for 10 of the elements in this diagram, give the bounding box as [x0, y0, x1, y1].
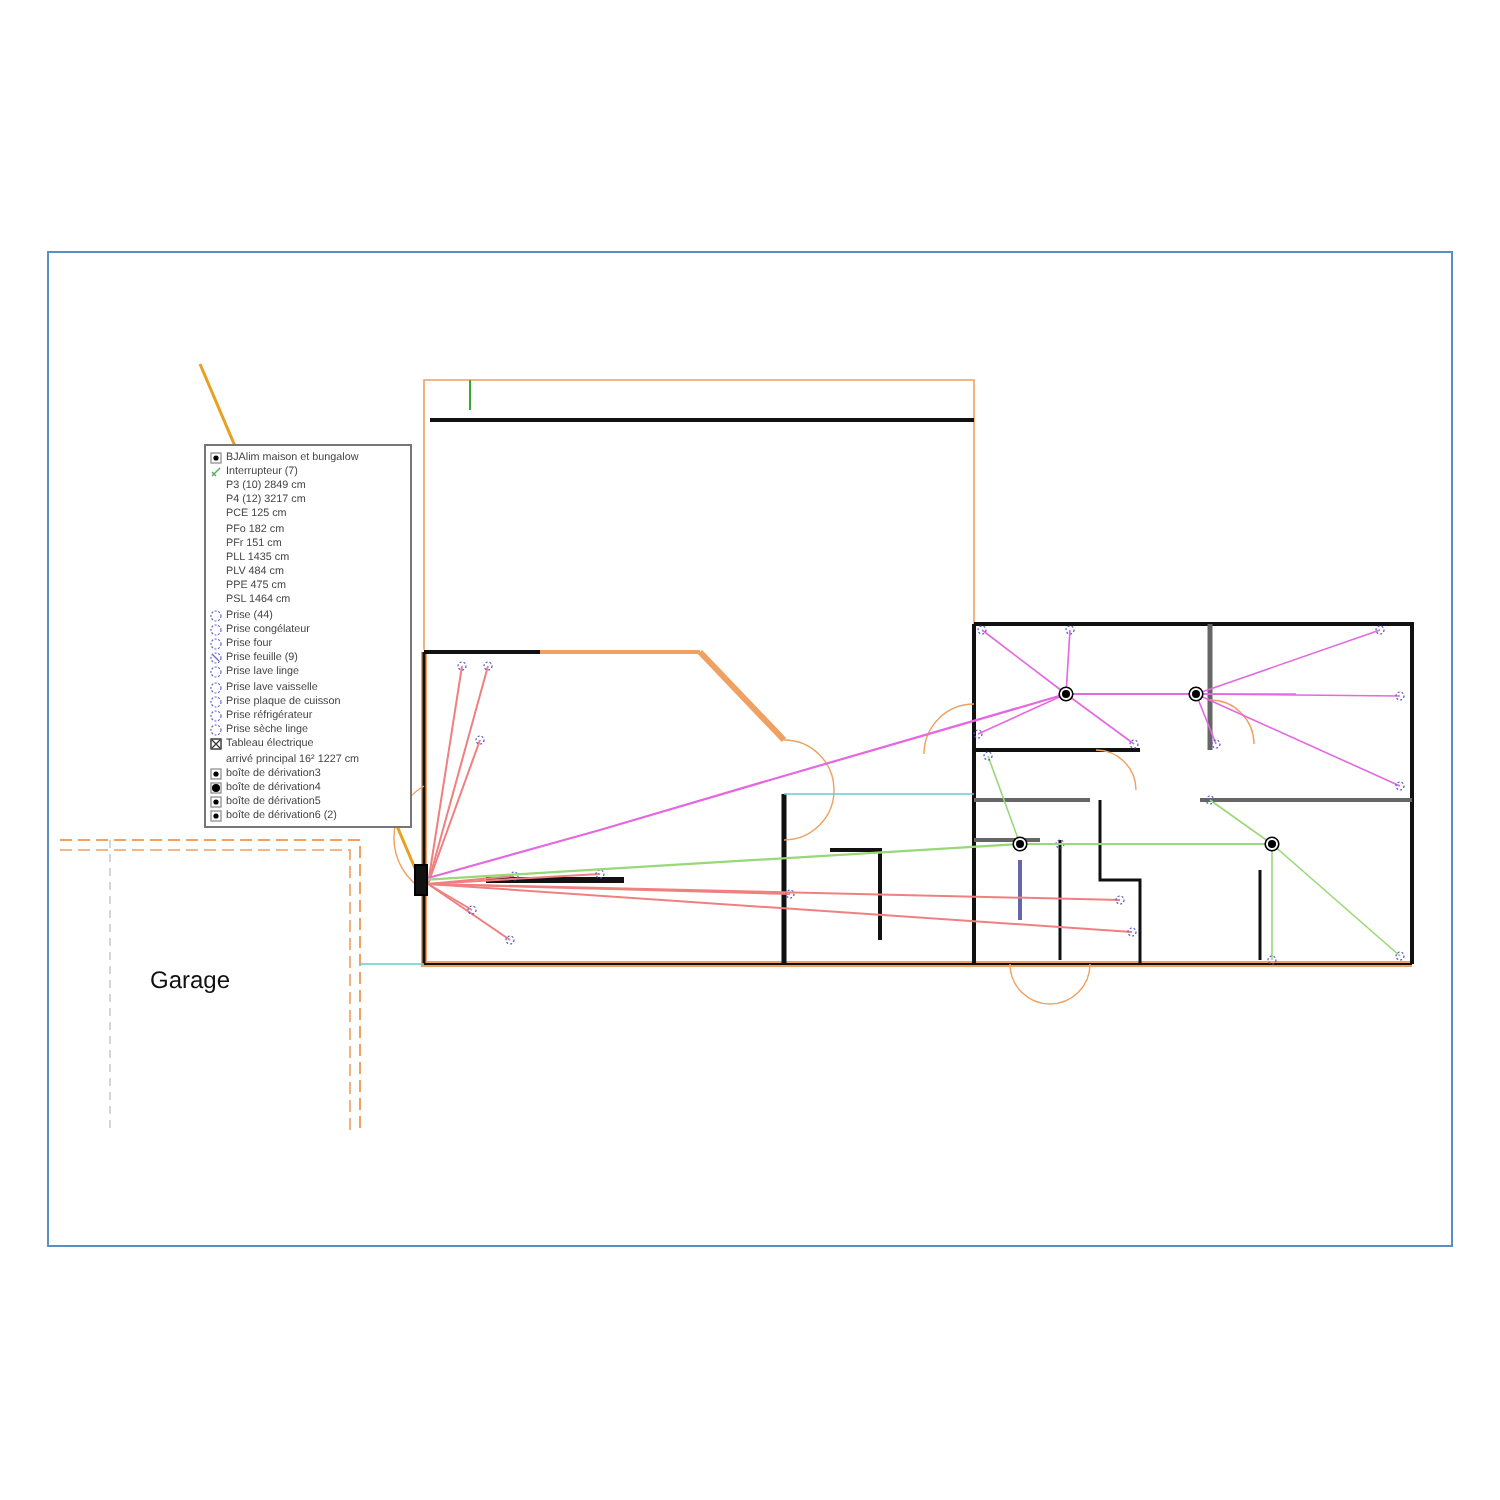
junction-box	[1014, 838, 1026, 850]
electrical-panel	[414, 864, 428, 896]
room-label: Garage	[150, 966, 231, 994]
junction-box	[1060, 688, 1072, 700]
junction-box	[1266, 838, 1278, 850]
wire	[427, 694, 1061, 880]
wire	[1072, 692, 1190, 696]
wire	[427, 843, 1015, 881]
wire	[1026, 842, 1266, 846]
junction-box	[1190, 688, 1202, 700]
